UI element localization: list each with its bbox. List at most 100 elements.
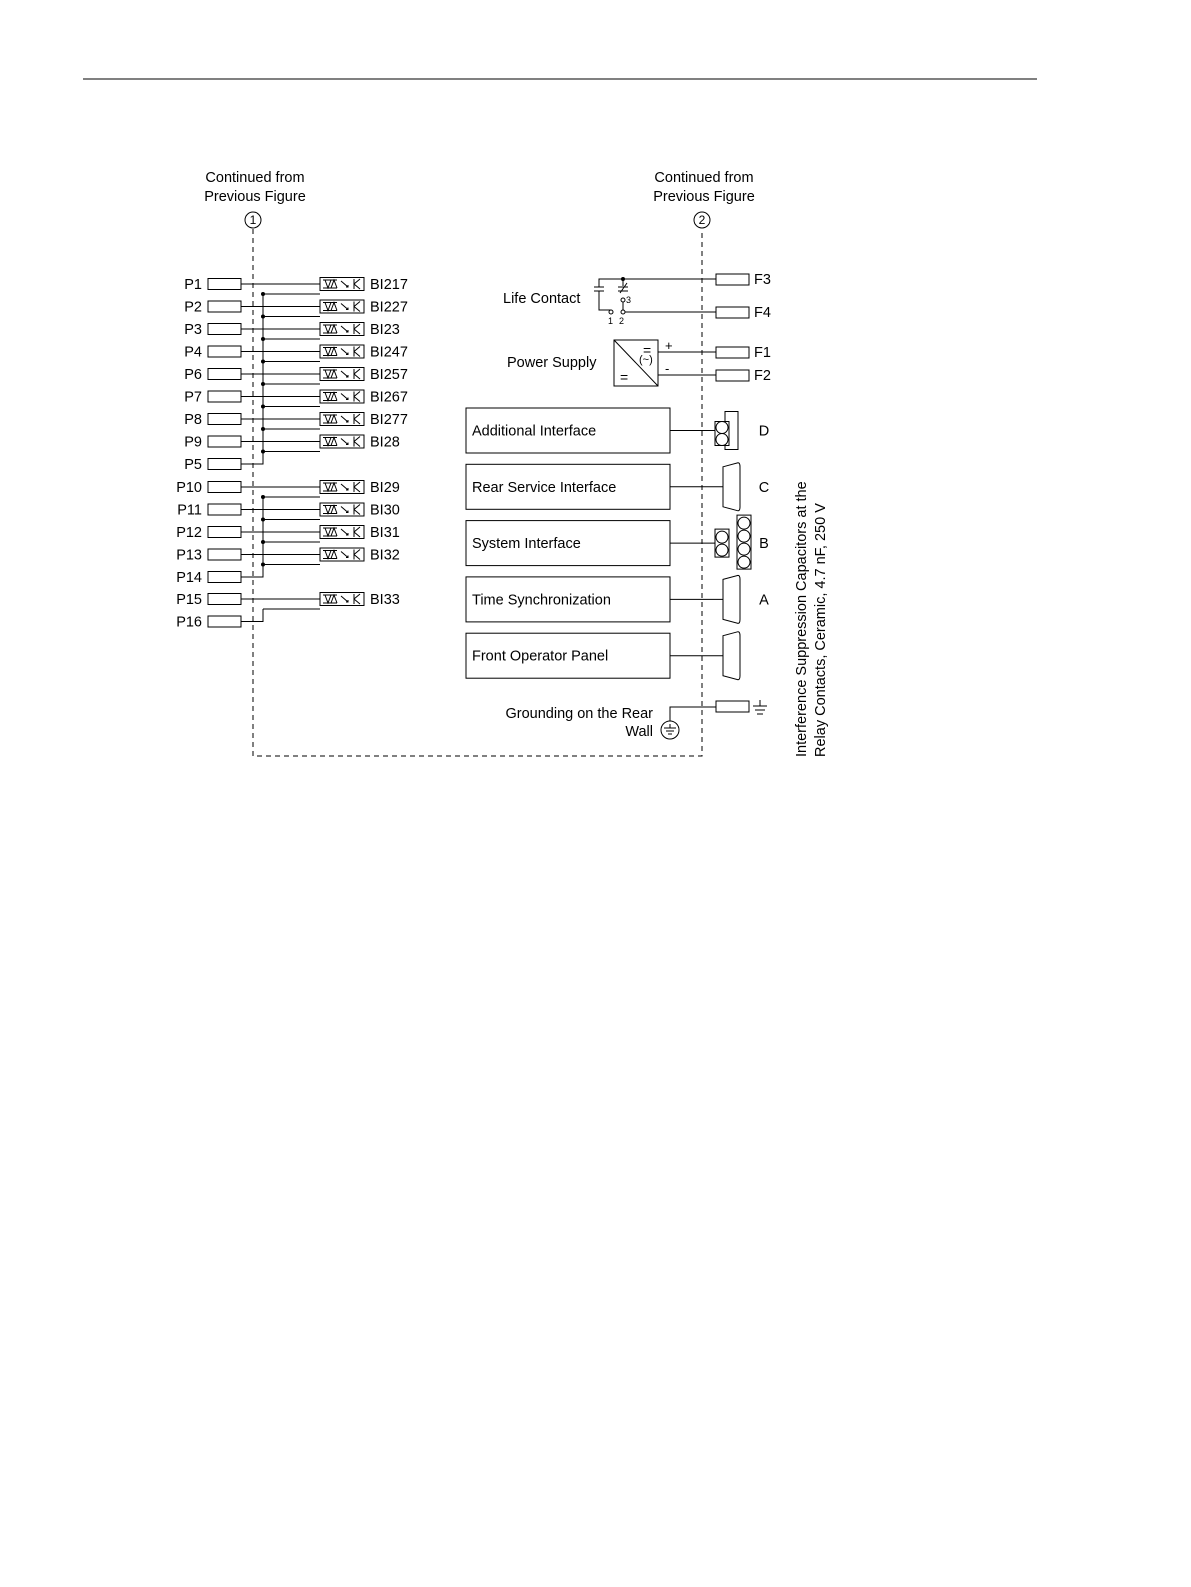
terminal-p14-label: P14: [176, 570, 202, 586]
port-label: C: [759, 480, 769, 496]
optocoupler-bi23: [319, 322, 365, 336]
terminal-p6-box: [207, 368, 242, 380]
interface-box: [465, 407, 671, 454]
terminal-p7-box: [207, 390, 242, 403]
optocoupler-bi217: [319, 277, 365, 291]
life-contact: Life Contact 3 1 2 F3 F4: [503, 272, 771, 326]
terminal-p15-label: P15: [176, 592, 202, 608]
grounding-line1: Grounding on the Rear: [505, 706, 653, 722]
input-bi23-label: BI23: [370, 322, 400, 338]
terminal-f4-label: F4: [754, 305, 771, 321]
terminal-f3-label: F3: [754, 272, 771, 288]
right-continuation: Continued from Previous Figure 2: [653, 170, 755, 229]
optocoupler-bi277: [319, 412, 365, 426]
terminal-p12-box: [207, 526, 242, 538]
housing-boundary: [252, 229, 703, 757]
terminal-p2-label: P2: [184, 300, 202, 316]
terminal-f1-label: F1: [754, 345, 771, 361]
interface-box: [465, 576, 671, 623]
terminal-p5-box: [207, 458, 242, 470]
terminal-p13-label: P13: [176, 548, 202, 564]
optocoupler-bi247: [319, 344, 365, 359]
terminal-p10-box: [207, 481, 242, 493]
input-bi227-label: BI227: [370, 300, 408, 316]
power-supply-minus: -: [665, 361, 669, 376]
input-bi30-label: BI30: [370, 503, 400, 519]
ground-symbol-icon: [660, 720, 680, 740]
port-label: D: [759, 424, 769, 440]
terminal-p8-box: [207, 413, 242, 425]
terminal-p12-label: P12: [176, 525, 202, 541]
terminal-p3-box: [207, 323, 242, 335]
life-contact-pin3: 3: [626, 295, 631, 305]
life-contact-pin1: 1: [608, 316, 613, 326]
interface-time-synchronization: Time Synchronization A: [465, 574, 769, 624]
terminal-p16-label: P16: [176, 615, 202, 631]
right-marker-number: 2: [699, 213, 706, 227]
port-label: B: [759, 536, 769, 552]
interface-label: Additional Interface: [472, 424, 596, 440]
interface-box: [465, 632, 671, 679]
optocoupler-bi28: [319, 434, 365, 449]
terminal-p11-label: P11: [177, 503, 202, 519]
power-supply-dc-bottom: =: [620, 369, 628, 385]
input-bi277-label: BI277: [370, 412, 408, 428]
optocoupler-bi33: [319, 592, 365, 606]
left-continued-line2: Previous Figure: [204, 189, 306, 205]
interface-label: Front Operator Panel: [472, 649, 608, 665]
port-label: A: [759, 592, 769, 608]
input-bi29-label: BI29: [370, 480, 400, 496]
terminal-p10-label: P10: [176, 480, 202, 496]
terminal-p13-box: [207, 548, 242, 561]
interface-additional-interface: Additional Interface D: [465, 407, 769, 454]
input-bi247-label: BI247: [370, 345, 408, 361]
terminal-p9-label: P9: [184, 435, 202, 451]
earth-icon: [753, 700, 767, 715]
terminal-p14-box: [207, 571, 242, 583]
power-supply-plus: +: [665, 338, 673, 353]
terminal-f2-label: F2: [754, 368, 771, 384]
right-continued-line2: Previous Figure: [653, 189, 755, 205]
interface-front-operator-panel: Front Operator Panel: [465, 631, 741, 681]
input-bi32-label: BI32: [370, 548, 400, 564]
terminal-p5-label: P5: [184, 457, 202, 473]
terminal-f3-box: [715, 273, 750, 286]
terminal-p2-box: [207, 300, 242, 313]
left-continued-line1: Continued from: [205, 170, 304, 186]
interface-box: [465, 463, 671, 510]
optocoupler-bi267: [319, 389, 365, 404]
grounding-line2: Wall: [625, 724, 653, 740]
interface-label: Time Synchronization: [472, 592, 611, 608]
port-connector-icon: [722, 631, 741, 681]
terminal-p11-box: [207, 503, 242, 516]
left-continuation: Continued from Previous Figure 1: [204, 170, 306, 229]
terminal-p7-label: P7: [184, 390, 202, 406]
port-connector-icon: [722, 574, 741, 624]
input-bi267-label: BI267: [370, 390, 408, 406]
power-supply: Power Supply = (~) = + - F1 F2: [507, 338, 771, 387]
optocoupler-bi30: [319, 502, 365, 517]
left-marker-circle: [244, 211, 262, 229]
terminal-f2-box: [715, 369, 750, 382]
side-note-line2: Relay Contacts, Ceramic, 4.7 nF, 250 V: [813, 503, 829, 757]
terminal-f1-box: [715, 346, 750, 359]
input-bi28-label: BI28: [370, 435, 400, 451]
terminal-f4-box: [715, 306, 750, 319]
power-supply-ac: (~): [639, 354, 653, 366]
terminal-p8-label: P8: [184, 412, 202, 428]
input-bi257-label: BI257: [370, 367, 408, 383]
life-contact-pin2: 2: [619, 316, 624, 326]
input-bi31-label: BI31: [370, 525, 400, 541]
terminal-p16-box: [207, 615, 242, 628]
terminal-p6-label: P6: [184, 367, 202, 383]
left-marker-number: 1: [250, 213, 257, 227]
terminal-p4-label: P4: [184, 345, 202, 361]
side-note: Interference Suppression Capacitors at t…: [794, 481, 829, 757]
power-supply-label: Power Supply: [507, 355, 597, 371]
interface-block: Additional Interface D Rear Service Interf…: [465, 407, 769, 681]
terminal-p4-box: [207, 345, 242, 358]
right-continued-line1: Continued from: [654, 170, 753, 186]
